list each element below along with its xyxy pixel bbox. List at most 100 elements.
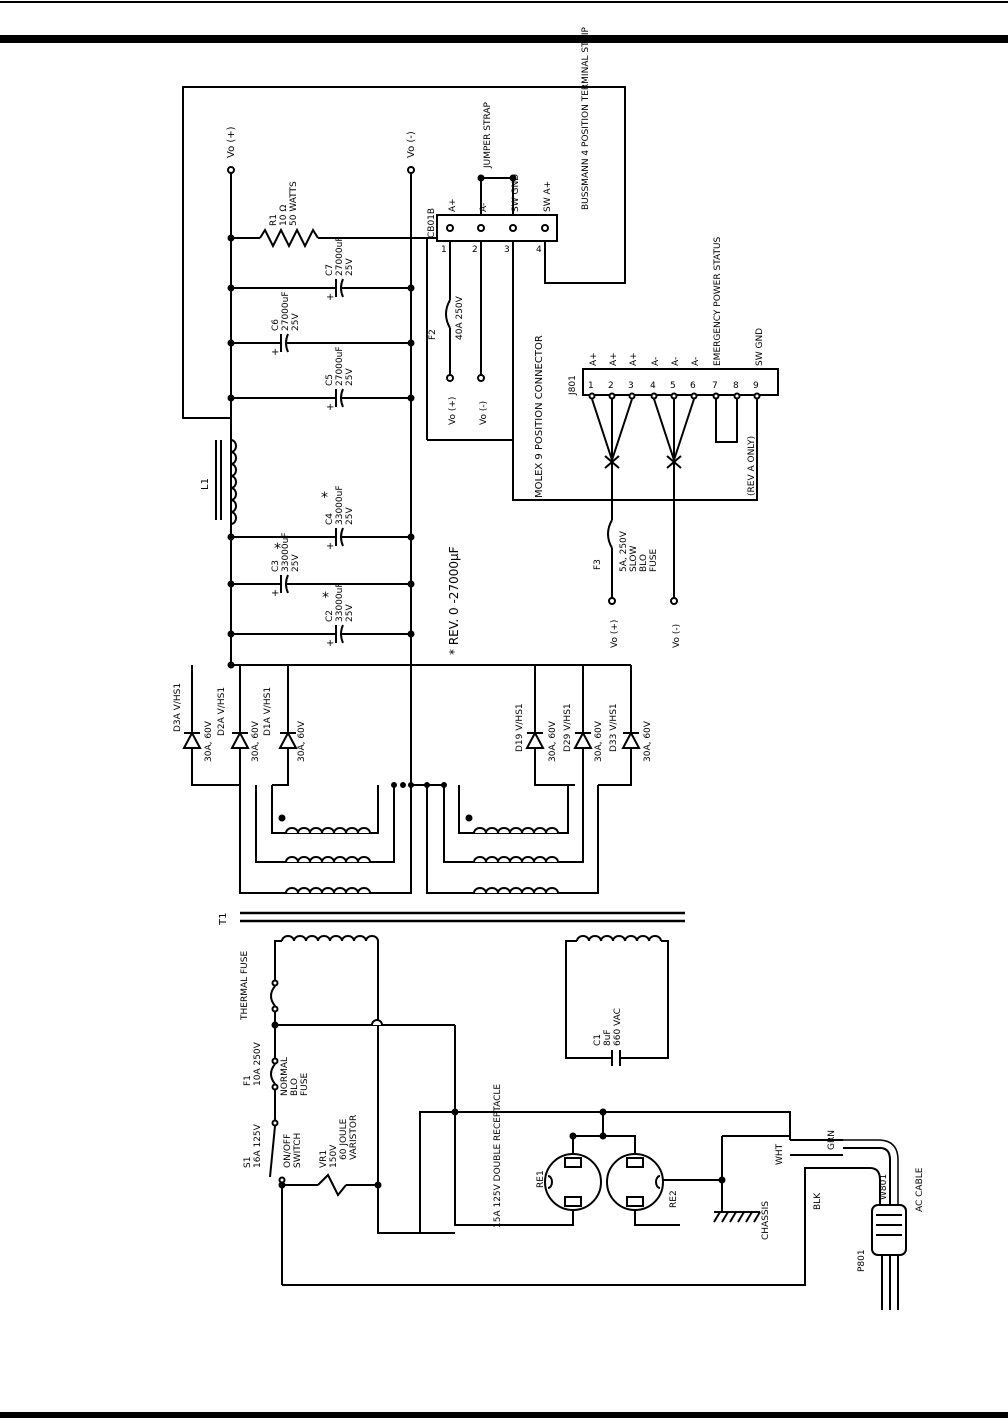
c5-name: C5 (325, 374, 335, 386)
s1-rating: 16A 125V (253, 1123, 263, 1168)
f2-rating: 40A 250V (455, 295, 465, 340)
p801-label: P801 (857, 1249, 867, 1272)
capacitor-c3: + * C3 33000uF 25V (227, 532, 415, 599)
j-label-1: A+ (589, 352, 599, 366)
j-label-5: A- (671, 357, 681, 366)
c2-asterisk: * (322, 590, 329, 606)
c4-voltage: 25V (345, 507, 355, 525)
vo-minus-top-label: Vo (-) (406, 131, 417, 158)
c2-voltage: 25V (345, 604, 355, 622)
tb-pin-4: 4 (536, 245, 542, 255)
transformer-primary (274, 935, 455, 1234)
j-pin-2: 2 (608, 381, 614, 391)
j-pin-4: 4 (650, 381, 656, 391)
c6-value: 27000uF (281, 291, 291, 331)
capacitor-c5: + C5 27000uF 25V (227, 346, 415, 413)
wire-wht-label: WHT (775, 1143, 785, 1165)
c2-name: C2 (325, 610, 335, 622)
diode-group-top: D3A V/HS1 30A, 60V D2A V/HS1 30A, 60V D1… (173, 665, 307, 786)
f3-name: F3 (593, 559, 603, 570)
c4-asterisk: * (321, 490, 328, 506)
d3a-rating: 30A, 60V (204, 720, 214, 762)
f2-name: F2 (428, 329, 438, 340)
vo-plus-label: Vo (+) (226, 126, 237, 158)
c1-voltage: 660 VAC (613, 1008, 623, 1046)
re2-label: RE2 (669, 1190, 679, 1208)
c3-asterisk: * (274, 541, 281, 557)
c5-voltage: 25V (345, 368, 355, 386)
j-label-4: A- (651, 357, 661, 366)
fuse-f1: F1 10A 250V NORMAL BLO FUSE (243, 1025, 310, 1120)
c1-value: 8uF (603, 1029, 613, 1046)
ac-cable-plug: WHT GRN BLK W801 AC CABLE P801 (775, 1130, 925, 1310)
j-label-3: A+ (629, 352, 639, 366)
d1a-rating: 30A, 60V (297, 720, 307, 762)
rev-note-group: * REV. 0 -27000µF (447, 546, 461, 655)
j-pin-7: 7 (712, 381, 718, 391)
c4-value: 33000uF (335, 485, 345, 525)
c3-name: C3 (271, 560, 281, 572)
varistor-vr1: VR1 150V 60 JOULE VARISTOR (278, 1115, 382, 1197)
transformer-t1-core: T1 (218, 911, 685, 926)
w801-label: W801 (879, 1174, 889, 1200)
rev-note: * REV. 0 -27000µF (447, 546, 461, 655)
c2-value: 33000uF (335, 582, 345, 622)
svg-text:+: + (326, 638, 334, 649)
tb-pin-3: 3 (504, 245, 510, 255)
f3-type2: BLO (639, 554, 649, 572)
fuse-f2: F2 40A 250V Vo (+) Vo (-) (428, 295, 489, 425)
d29-rating: 30A, 60V (594, 720, 604, 762)
thermal-fuse: THERMAL FUSE (240, 951, 279, 1025)
tb-label-3: SW GND (511, 174, 521, 212)
c6-name: C6 (271, 319, 281, 331)
r1-name: R1 (269, 214, 279, 226)
j-label-2: A+ (609, 352, 619, 366)
switch-s1: S1 16A 125V ON/OFF SWITCH (243, 1119, 303, 1285)
r1-junction (227, 234, 235, 242)
svg-text:+: + (271, 347, 279, 358)
j-label-9: SW GND (755, 328, 765, 366)
wire-grn-label: GRN (827, 1130, 837, 1150)
c4-name: C4 (325, 513, 335, 525)
bussmann-label: BUSSMANN 4 POSITION TERMINAL STRIP (581, 27, 591, 210)
wire-crossover (371, 1019, 383, 1026)
r1-label-group: R1 10 Ω 50 WATTS (269, 181, 299, 226)
re1-label-group: RE1 (536, 1170, 546, 1188)
tb-label-1: A+ (448, 198, 458, 212)
capacitor-c1-winding: C1 8uF 660 VAC (565, 935, 669, 1066)
l1-label: L1 (200, 478, 211, 490)
r1-value: 10 Ω (279, 205, 289, 226)
d1a-name: D1A V/HS1 (263, 687, 273, 736)
vr1-desc: VARISTOR (349, 1115, 359, 1160)
molex-label: MOLEX 9 POSITION CONNECTOR (534, 335, 545, 498)
s1-desc1: ON/OFF (283, 1134, 293, 1168)
s1-desc2: SWITCH (293, 1133, 303, 1168)
cb01b-ref: CB01B (427, 208, 437, 238)
f2-vo-minus-label: Vo (-) (479, 401, 489, 425)
c3-value: 33000uF (281, 532, 291, 572)
f1-name: F1 (243, 1075, 253, 1086)
diode-group-bottom: D19 V/HS1 30A, 60V D29 V/HS1 30A, 60V D3… (515, 664, 653, 786)
receptacle-desc: 15A 125V DOUBLE RECEPTACLE (493, 1084, 503, 1228)
tb-pin-2: 2 (472, 245, 478, 255)
tb-label-4: SW A+ (543, 181, 553, 212)
chassis-ground: CHASSIS (713, 1135, 790, 1240)
c7-value: 27000uF (335, 236, 345, 276)
svg-text:+: + (326, 292, 334, 303)
vr1-joule: 60 JOULE (339, 1118, 349, 1160)
d3a-name: D3A V/HS1 (173, 683, 183, 732)
bottom-thick-rule (0, 1412, 1008, 1418)
capacitor-c2: + * C2 33000uF 25V (227, 582, 415, 649)
capacitor-c6: + C6 27000uF 25V (227, 291, 415, 358)
vo-minus-label: Vo (-) (406, 131, 417, 158)
d2a-rating: 30A, 60V (251, 720, 261, 762)
c3-voltage: 25V (291, 554, 301, 572)
rev-a-only-label: (REV A ONLY) (747, 436, 757, 496)
vr1-name: VR1 (319, 1150, 329, 1168)
transformer-secondaries-left (239, 782, 414, 894)
tb-pin-1: 1 (441, 245, 447, 255)
j-pin-9: 9 (753, 381, 759, 391)
f3-vo-minus-label: Vo (-) (672, 624, 682, 648)
d29-name: D29 V/HS1 (563, 703, 573, 752)
c7-name: C7 (325, 264, 335, 276)
